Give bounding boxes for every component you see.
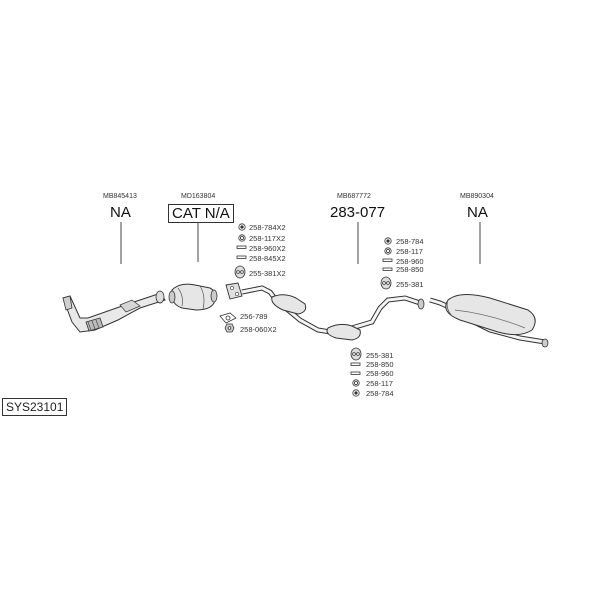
catalytic-converter-drawing[interactable] <box>168 283 218 311</box>
washer-icon <box>238 234 246 242</box>
front-pipe-drawing[interactable] <box>62 290 166 333</box>
hw-label: 256-789 <box>240 312 268 321</box>
nut-icon <box>384 237 392 245</box>
bolt-icon <box>236 245 247 249</box>
nut-icon <box>238 223 246 231</box>
bolt-icon <box>382 267 393 271</box>
bolt-icon <box>350 371 361 375</box>
hw-label: 258-960X2 <box>249 244 286 253</box>
hw-label: 258-850 <box>396 265 424 274</box>
callout-rear-muffler[interactable]: NA <box>467 204 488 221</box>
callout-front-pipe[interactable]: NA <box>110 204 131 221</box>
hw-label: 258-960 <box>396 257 424 266</box>
system-code: SYS23101 <box>2 398 68 416</box>
front-flange-drawing[interactable] <box>225 282 243 300</box>
hw-label: 258-117 <box>396 247 423 256</box>
part-number-rear-muffler: MB890304 <box>460 193 494 200</box>
callout-middle-pipe[interactable]: 283-077 <box>330 204 386 221</box>
hw-label: 258-850 <box>366 360 394 369</box>
hw-label: 255-381 <box>396 280 424 289</box>
hex-nut-icon <box>224 323 235 333</box>
gasket-icon <box>219 312 237 324</box>
bolt-icon <box>236 255 247 259</box>
washer-icon <box>384 247 392 255</box>
part-number-front-pipe: MB845413 <box>103 193 137 200</box>
rubber-hanger-icon <box>234 265 246 279</box>
rubber-hanger-icon <box>380 276 392 290</box>
part-number-catalyst: MD163804 <box>181 193 216 200</box>
nut-icon <box>352 389 360 397</box>
bolt-icon <box>382 258 393 262</box>
hw-label: 258-784X2 <box>249 223 286 232</box>
hw-label: 258-784 <box>366 389 394 398</box>
washer-icon <box>352 379 360 387</box>
hw-label: 258-117 <box>366 379 393 388</box>
rear-muffler-drawing[interactable] <box>429 294 549 348</box>
hw-label: 258-060X2 <box>240 325 277 334</box>
hw-label: 255-381 <box>366 351 394 360</box>
hw-label: 255-381X2 <box>249 269 286 278</box>
hw-label: 258-117X2 <box>249 234 286 243</box>
part-number-middle-pipe: MB687772 <box>337 193 371 200</box>
callout-catalyst[interactable]: CAT N/A <box>168 204 234 223</box>
hw-label: 258-845X2 <box>249 254 286 263</box>
hw-label: 258-960 <box>366 369 394 378</box>
rubber-hanger-icon <box>350 347 362 361</box>
bolt-icon <box>350 362 361 366</box>
hw-label: 258-784 <box>396 237 424 246</box>
